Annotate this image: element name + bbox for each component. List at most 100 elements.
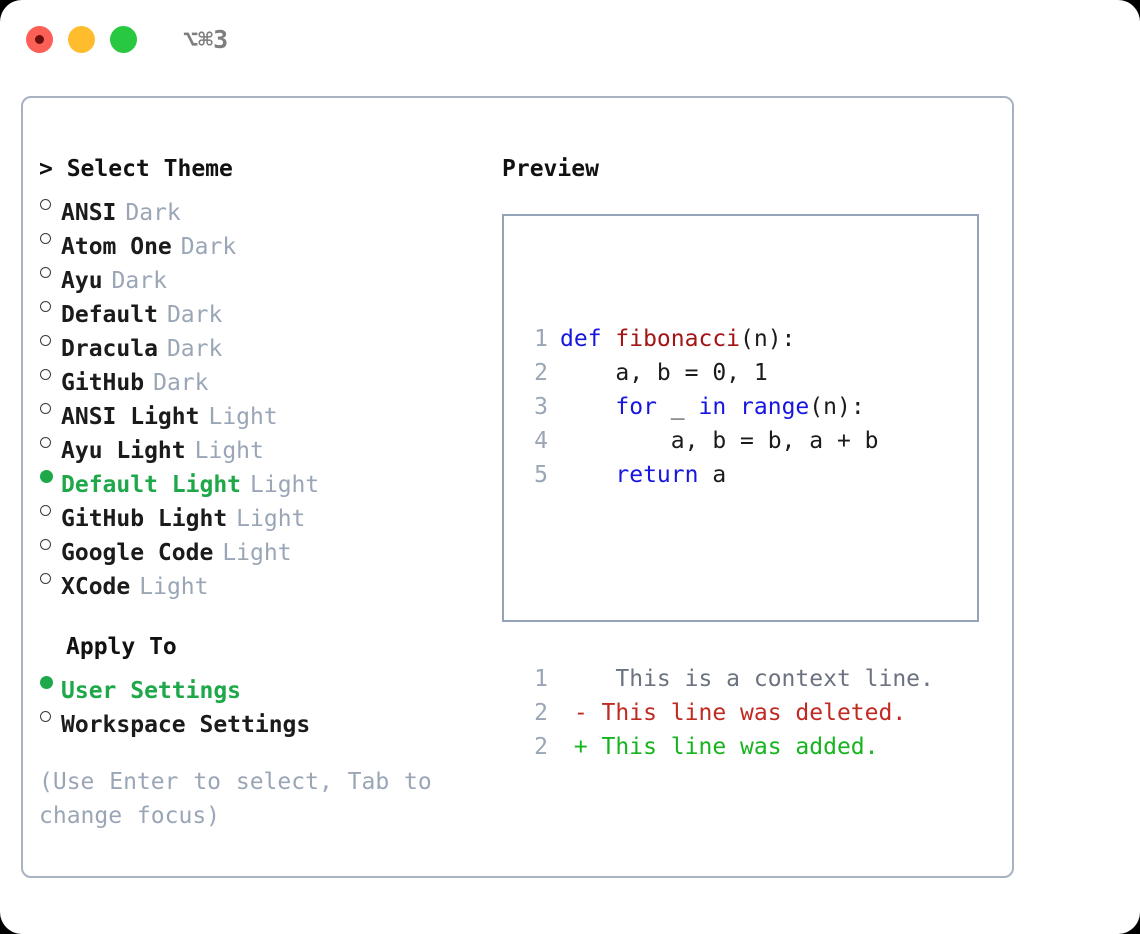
theme-kind-badge: Dark [125,200,181,226]
theme-name-label: Default Light [61,472,242,498]
theme-kind-badge: Dark [153,370,209,396]
theme-kind-badge: Dark [166,336,223,362]
diff-text: + This line was added. [560,734,879,760]
radio-selected-icon[interactable] [39,664,61,698]
preview-heading: Preview [502,156,599,182]
theme-option-ansi-light[interactable]: ANSI Light Light [39,390,491,430]
radio-unselected-icon[interactable] [39,220,61,254]
theme-option-github[interactable]: GitHub Dark [39,356,491,396]
keyboard-hint-text: (Use Enter to select, Tab to change focu… [39,769,432,829]
theme-kind-badge: Light [194,438,264,464]
radio-selected-icon[interactable] [39,458,61,492]
radio-unselected-icon[interactable] [39,186,61,220]
theme-name-label: GitHub Light [61,506,228,532]
token-plain [726,394,740,420]
code-sample: 1 def fibonacci(n): 2 a, b = 0, 1 3 for _ i… [522,322,977,492]
line-number: 5 [534,462,548,488]
preview-box: 1 def fibonacci(n): 2 a, b = 0, 1 3 for _ i… [502,214,979,760]
diff-sample: 1 This is a context line.2 - This line w… [522,662,977,764]
radio-unselected-icon[interactable] [39,526,61,560]
line-number: 2 [534,734,548,760]
theme-kind-badge: Dark [111,268,167,294]
radio-unselected-icon[interactable] [39,356,61,390]
token-kw: return [615,462,699,488]
line-number: 2 [534,700,548,726]
theme-option-github-light[interactable]: GitHub Light Light [39,492,491,532]
theme-option-dracula[interactable]: Dracula Dark [39,322,491,362]
radio-unselected-icon[interactable] [39,560,61,594]
line-number: 4 [534,428,548,454]
code-text: a, b = b, a + b [560,424,879,458]
diff-text: This is a context line. [560,666,934,692]
code-line: 4 a, b = b, a + b [522,424,977,458]
line-number: 2 [534,360,548,386]
token-kw: for [615,394,657,420]
theme-option-xcode[interactable]: XCode Light [39,560,491,600]
line-number: 1 [534,666,548,692]
code-line: 1 def fibonacci(n): [522,322,977,356]
token-plain: a, b = 0, 1 [560,360,768,386]
radio-unselected-icon[interactable] [39,492,61,526]
code-text: def fibonacci(n): [560,322,795,356]
diff-line: 1 This is a context line. [522,662,977,696]
token-plain: a, b = b, a + b [560,428,879,454]
zoom-button[interactable] [110,25,137,53]
apply-to-option-workspace-settings[interactable]: Workspace Settings [39,698,491,738]
token-fn: fibonacci [615,326,741,352]
token-plain: _ [656,394,699,420]
preview-code: 1 def fibonacci(n): 2 a, b = 0, 1 3 for _ i… [504,216,977,832]
apply-to-option-user-settings[interactable]: User Settings [39,664,491,704]
token-plain: (n): [809,394,865,420]
theme-kind-badge: Light [250,472,320,498]
radio-unselected-icon[interactable] [39,322,61,356]
theme-option-ayu[interactable]: Ayu Dark [39,254,491,294]
theme-option-ansi[interactable]: ANSI Dark [39,186,491,226]
theme-option-google-code[interactable]: Google Code Light [39,526,491,566]
token-plain: a [698,462,727,488]
theme-name-label: Ayu [61,268,103,294]
select-theme-heading: > Select Theme [39,156,233,182]
token-plain [560,394,615,420]
radio-unselected-icon[interactable] [39,698,61,732]
theme-name-label: Google Code [61,540,214,566]
theme-option-atom-one[interactable]: Atom One Dark [39,220,491,260]
close-button[interactable] [26,25,53,53]
theme-kind-badge: Light [222,540,292,566]
theme-name-label: Atom One [61,234,172,260]
theme-kind-badge: Dark [180,234,237,260]
theme-name-label: XCode [61,574,131,600]
code-text: for _ in range(n): [560,390,865,424]
radio-unselected-icon[interactable] [39,288,61,322]
radio-unselected-icon[interactable] [39,390,61,424]
theme-kind-badge: Light [236,506,306,532]
theme-name-label: ANSI [61,200,117,226]
theme-name-label: Dracula [61,336,158,362]
theme-name-label: ANSI Light [61,404,200,430]
theme-name-label: GitHub [61,370,145,396]
theme-kind-badge: Light [139,574,209,600]
title-bar: ⌥⌘3 [0,0,1140,78]
diff-line: 2 + This line was added. [522,730,977,764]
theme-option-default-light[interactable]: Default Light Light [39,458,491,498]
token-kw: in [698,394,727,420]
theme-kind-badge: Light [208,404,278,430]
diff-text: - This line was deleted. [560,700,907,726]
minimize-button[interactable] [68,25,95,53]
preview-column: Preview 1 def fibonacci(n): 2 a, b = 0, 1 3… [502,152,992,760]
radio-unselected-icon[interactable] [39,254,61,288]
line-number: 3 [534,394,548,420]
token-kw: range [740,394,810,420]
apply-to-label: Workspace Settings [61,712,311,738]
token-plain [560,462,615,488]
line-number: 1 [534,326,548,352]
radio-unselected-icon[interactable] [39,424,61,458]
traffic-light-group [26,25,137,53]
code-diff-separator [522,560,977,594]
diff-line: 2 - This line was deleted. [522,696,977,730]
